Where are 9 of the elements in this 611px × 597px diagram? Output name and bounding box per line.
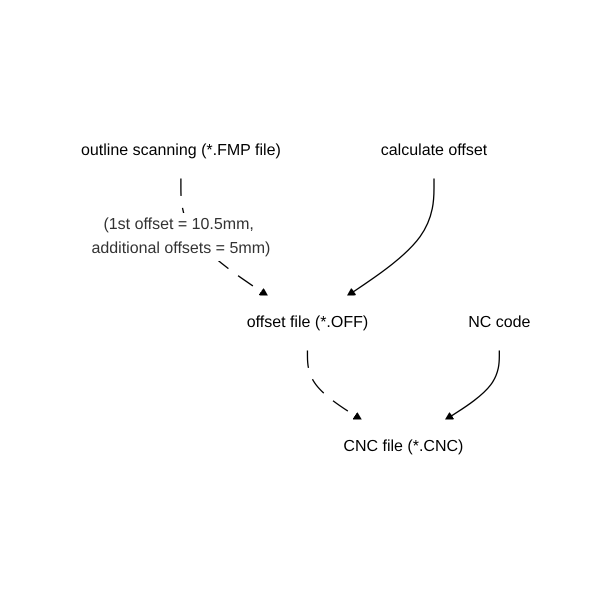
arrow: [306, 350, 362, 420]
node-text: offset file (*.OFF): [246, 313, 368, 330]
edge-label: (1st offset = 10.5mm, additional offsets = 5mm): [91, 215, 270, 256]
arrow: [346, 178, 434, 296]
node-text: calculate offset: [380, 142, 487, 158]
node-text: CNC file (*.CNC): [343, 437, 464, 454]
arrow: [444, 350, 500, 420]
node-text: NC code: [468, 313, 530, 330]
node-text: outline scanning (*.FMP file): [80, 142, 281, 158]
